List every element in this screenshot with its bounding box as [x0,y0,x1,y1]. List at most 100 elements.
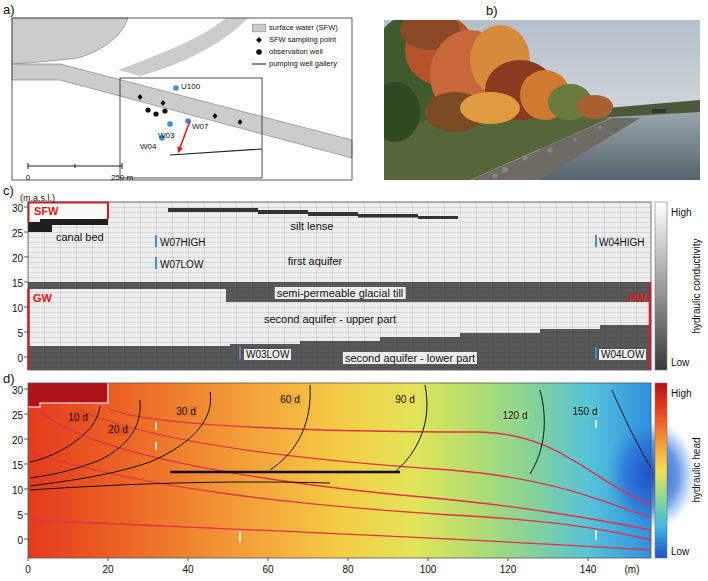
site-map-part-part [138,94,143,100]
label-holder: 0 [17,531,23,547]
label-holder: W03LOW [244,345,291,361]
conductivity-model-part-part [24,207,28,208]
canal-photo-part-part [573,138,577,142]
well-screen-name: W07LOW [160,259,203,270]
axis-tick: 30 [12,203,23,214]
head-model-part-part [239,532,241,542]
head-model-part-part [24,414,28,415]
site-map-part [180,121,191,149]
head-model-part-part [188,558,189,561]
axis-tick: 20 [12,435,23,446]
label-holder: 100 [420,560,437,576]
label-holder: silt lense [291,217,334,233]
well-name: W03 [158,132,174,141]
axis-tick: 25 [12,228,23,239]
canal-photo-part-part [548,148,553,153]
legend-text: SFW sampling point [269,36,336,44]
travel-time-label: 90 d [393,394,416,405]
travel-time-label: 60 d [278,394,301,405]
site-map-part-part [213,113,218,119]
label-holder: 10 d [66,408,89,424]
label-holder: hydraulic conductivity [687,238,703,333]
site-map-part [138,94,243,125]
label-holder: 25 [12,224,23,240]
site-map-part [170,149,262,155]
conductivity-model-part [28,202,651,370]
axis-tick: 80 [342,564,353,575]
conductivity-model-part-part [358,214,418,218]
label-holder: Low [671,542,689,558]
canal-photo-part [577,95,613,119]
head-model-part-part [155,422,157,430]
conductivity-model-part-part [24,332,28,333]
label-holder: 20 d [106,420,129,436]
label-holder: 5 [17,506,23,522]
label-holder: W04LOW [599,345,646,361]
site-map-part [12,18,352,180]
axis-tick: 10 [12,485,23,496]
head-model-part-part [268,558,269,561]
axis-tick: 0 [25,564,31,575]
label-holder: SFW [34,202,58,218]
label-holder: 0 [17,349,23,365]
axis-tick: 100 [420,564,437,575]
colorbar-end: High [671,388,692,399]
axis-tick: 30 [12,385,23,396]
conductivity-model-part [28,325,651,370]
axis-tick: 15 [12,278,23,289]
label-holder: 150 d [570,402,599,418]
label-holder: High [671,203,692,219]
axis-tick: 0 [17,535,23,546]
label-holder: U100 [181,76,200,92]
conductivity-model-part [168,208,458,219]
axis-unit: (m.a.s.l.) [20,194,55,204]
axis-tick: 0 [17,353,23,364]
legend-row: SFW sampling point [252,36,336,45]
conductivity-model-part [28,282,651,302]
conductivity-model-part [24,207,28,357]
layer-name: first aquifer [288,255,342,267]
label-holder: 140 [580,560,597,576]
head-model-part-part [24,439,28,440]
conductivity-model [24,202,667,370]
conductivity-model-part-part [24,357,28,358]
site-map-part [118,18,248,76]
label-holder: 30 [12,381,23,397]
site-map-part-part [173,85,179,91]
conductivity-model-part [156,235,596,359]
colorbar-title: hydraulic conductivity [691,238,702,333]
axis-tick: 15 [12,460,23,471]
head-model-part-part [24,514,28,515]
site-map [12,18,352,180]
label-holder: 25 [12,406,23,422]
label-holder: c) [3,182,14,198]
axis-tick: 25 [12,410,23,421]
label-holder: 5 [17,324,23,340]
legend-symbol [252,60,266,69]
head-model-part-part [270,385,310,470]
label-holder: hydraulic head [687,437,703,502]
conductivity-model-part-part [258,210,308,214]
conductivity-model-part [655,202,667,370]
conductivity-model-part-part [595,235,597,247]
label-holder: 250 m [111,167,133,183]
site-map-part [122,163,123,169]
head-model-part-part [508,558,509,561]
legend-symbol-shape [256,37,262,43]
label-holder: 15 [12,274,23,290]
label-holder: canal bed [56,228,104,244]
conductivity-model-part-part [168,208,258,212]
well-name: U100 [181,83,200,92]
head-model-part-part [28,558,29,561]
site-map-part [145,107,167,116]
site-map-part-part [145,107,150,112]
site-map-part [75,164,76,168]
layer-name: silt lense [291,220,334,232]
label-holder: 20 [12,431,23,447]
site-map-part-part [238,119,243,125]
conductivity-model-part [28,202,108,219]
head-model-part-part [28,452,651,540]
site-map-part-part [167,121,173,127]
head-model-part-part [24,464,28,465]
